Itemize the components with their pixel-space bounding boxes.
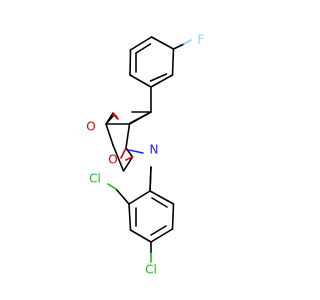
bond-oxygen-ring-1 <box>120 147 127 159</box>
bond-oxazolone-5 <box>122 156 134 172</box>
bond-ring-a-4 <box>150 74 174 88</box>
bond-linker-4 <box>128 111 152 125</box>
bond-nitrogen-ring <box>128 149 144 154</box>
bond-ring-a-inner-2 <box>149 73 168 82</box>
bond-ring-b-7 <box>149 190 175 205</box>
bond-c-cl-upper-dark <box>115 188 130 205</box>
bond-ring-b-3 <box>128 203 132 231</box>
atom-n-ring: N <box>150 143 159 157</box>
bond-ring-b-6 <box>171 203 175 230</box>
bond-ring-a-3 <box>171 48 175 76</box>
bond-ring-b-2 <box>128 190 151 205</box>
bond-oxazolone-3 <box>125 123 131 149</box>
chemical-structure-diagram: F O O N Cl Cl <box>86 33 204 277</box>
bond-oxazolone-4 <box>125 147 134 158</box>
atom-o-ring: O <box>108 153 117 167</box>
bond-oxygen-ring-2 <box>125 156 134 161</box>
bond-ring-a-inner-1 <box>135 43 152 54</box>
bond-ring-a-1 <box>129 36 153 51</box>
bond-c-cl-upper-light <box>107 183 117 190</box>
bond-oxazolone-8 <box>105 112 114 125</box>
bonds <box>105 36 192 263</box>
atom-labels: F O O N Cl Cl <box>86 33 204 277</box>
bond-ring-a-6 <box>129 49 132 76</box>
bond-ring-b-inner-3 <box>151 197 168 208</box>
bond-aryl-link <box>149 166 152 192</box>
atom-cl-upper: Cl <box>89 172 101 186</box>
bond-ring-b-4 <box>129 229 152 243</box>
bond-ring-b-inner-2 <box>150 225 167 236</box>
bond-oxazolone-6 <box>112 144 125 172</box>
bond-ring-a-5 <box>129 74 152 88</box>
bond-ring-a-2 <box>150 36 175 50</box>
bond-c-f-light <box>183 39 192 45</box>
bond-oxazolone-2 <box>105 123 114 146</box>
atom-cl-lower: Cl <box>145 263 157 277</box>
bond-carbonyl-lower <box>112 112 118 118</box>
bond-c-f-dark <box>172 43 185 50</box>
atom-o-carbonyl: O <box>86 120 95 134</box>
atom-f: F <box>198 33 205 47</box>
bond-ring-b-5 <box>150 228 174 243</box>
